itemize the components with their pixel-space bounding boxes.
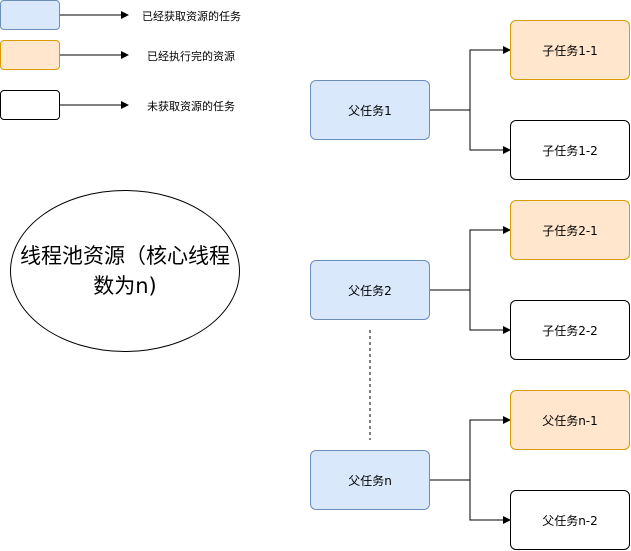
- child-task-2-1: 子任务2-1: [510, 200, 630, 260]
- legend-swatch-acquired: [0, 0, 60, 30]
- legend-label-acquired: 已经获取资源的任务: [142, 10, 241, 23]
- child-task-1-1: 子任务1-1: [510, 20, 630, 80]
- child-task-2-2: 子任务2-2: [510, 300, 630, 360]
- child-task-1-2: 子任务1-2: [510, 120, 630, 180]
- connector-parentn-child2: [469, 480, 511, 524]
- parent-task-2: 父任务2: [310, 260, 430, 320]
- child-task-n-1: 父任务n-1: [510, 390, 630, 450]
- legend-swatch-completed: [0, 40, 60, 70]
- parent-task-n: 父任务n: [310, 450, 430, 510]
- thread-pool-label: 线程池资源（核心线程数为n): [20, 244, 230, 298]
- connector-parent1-child1: [430, 46, 511, 111]
- legend-label-completed: 已经执行完的资源: [147, 50, 235, 63]
- child-task-n-2: 父任务n-2: [510, 490, 630, 550]
- connector-parent2-child2: [469, 290, 511, 334]
- legend-swatch-pending: [0, 90, 60, 120]
- connector-parent2-child1: [430, 226, 511, 291]
- legend-label-pending: 未获取资源的任务: [147, 100, 235, 113]
- parent-task-1: 父任务1: [310, 80, 430, 140]
- thread-pool-ellipse: 线程池资源（核心线程数为n): [10, 190, 240, 352]
- connector-parent1-child2: [469, 110, 511, 154]
- connector-parentn-child1: [430, 416, 511, 481]
